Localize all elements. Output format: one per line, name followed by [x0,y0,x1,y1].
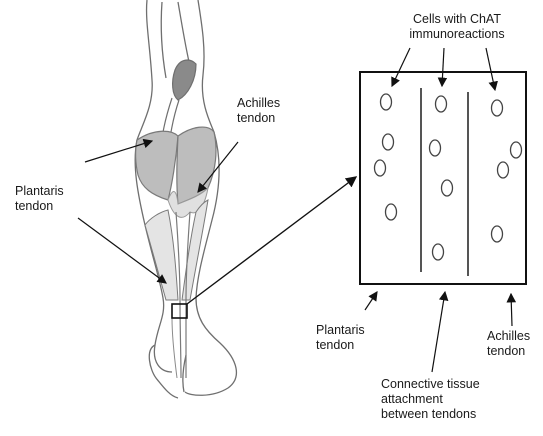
cell [511,142,522,158]
plantaris-left-label-line1: Plantaris [15,184,64,199]
plantaris-bottom-pointer [365,292,377,310]
plantaris-tendon-lower [172,318,177,378]
achilles-top-label-line2: tendon [237,111,280,126]
connective-pointer [432,292,445,372]
connective-label-line1: Connective tissue [381,377,480,392]
plantaris-bottom-label-line2: tendon [316,338,365,353]
achilles-bottom-label-line1: Achilles [487,329,530,344]
knee-crease-line-2 [178,2,190,66]
achilles-bottom-pointer [511,294,512,326]
cells-label-line1: Cells with ChAT [382,12,532,27]
cell [436,96,447,112]
medial-lower-region [145,210,178,300]
connective-label-line2: attachment [381,392,480,407]
zoom-arrow [187,177,356,304]
cell [383,134,394,150]
cell [492,226,503,242]
achilles-top-label: Achilles tendon [237,96,280,126]
leg-outline-right-upper [198,0,214,132]
cells-label-line2: immunoreactions [382,27,532,42]
cell [492,100,503,116]
connective-label-line3: between tendons [381,407,480,422]
cell [430,140,441,156]
plantaris-left-label-line2: tendon [15,199,64,214]
cell [386,204,397,220]
achilles-top-label-line1: Achilles [237,96,280,111]
plantaris-muscle [173,60,196,100]
achilles-bottom-label-line2: tendon [487,344,530,359]
cell [375,160,386,176]
achilles-bottom-label: Achilles tendon [487,329,530,359]
cell [381,94,392,110]
gastrocnemius-medial-head [136,131,178,200]
plantaris-bottom-label: Plantaris tendon [316,323,365,353]
cell [498,162,509,178]
plantaris-left-label: Plantaris tendon [15,184,64,214]
cells-label: Cells with ChAT immunoreactions [382,12,532,42]
plantaris-bottom-label-line1: Plantaris [316,323,365,338]
gastrocnemius-lateral-head [177,127,216,204]
cell [442,180,453,196]
connective-label: Connective tissue attachment between ten… [381,377,480,422]
knee-crease-line [161,2,166,78]
leg-outline-left-upper [137,0,152,140]
cell [433,244,444,260]
